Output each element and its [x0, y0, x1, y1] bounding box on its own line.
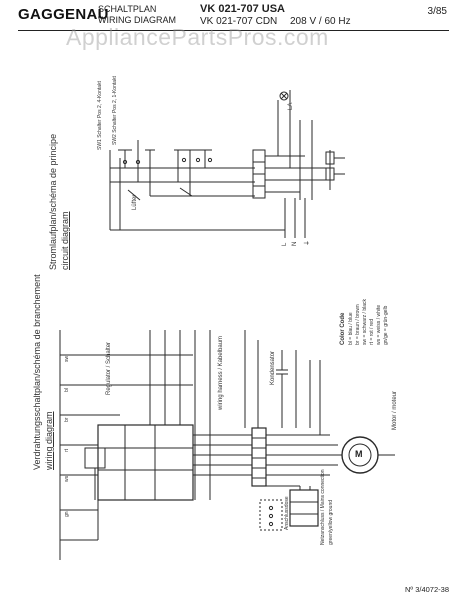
- circuit-diagram-title: Stromlaufplan/schéma de principe: [48, 133, 58, 270]
- ground-label: green/yellow ground: [328, 499, 334, 545]
- wire-code-5: ws: [64, 475, 70, 482]
- color-code-1: bl = blau / blue: [348, 312, 354, 345]
- motor-symbol: M: [355, 449, 363, 459]
- document-number: Nº 3/4072-38: [404, 585, 449, 594]
- wire-code-3: br: [64, 417, 70, 422]
- circuit-diagram: [109, 90, 345, 238]
- color-code-3: sw = schwarz / black: [362, 299, 368, 345]
- wire-code-6: gn: [64, 511, 70, 517]
- capacitor-label: Kondensator: [270, 350, 276, 385]
- wire-code-2: bl: [64, 388, 70, 392]
- mains-connection-label: Netzanschluss / Mains connection: [320, 469, 326, 545]
- color-code-5: ws = weiss / white: [376, 304, 382, 345]
- page-number: 3/85: [427, 6, 447, 17]
- model-line1: VK 021-707 USA: [200, 3, 285, 15]
- fan-label: Lüfter: [132, 194, 138, 210]
- lamp-label: LA: [288, 102, 294, 110]
- switch-note-2: SW2 Schalter Pos 2, 1-Kontakt: [112, 76, 118, 145]
- color-code-4: rt = rot / red: [369, 319, 375, 345]
- supply-label-n: N: [292, 241, 298, 246]
- wiring-harness-label: wiring harness / Kabelbaum: [218, 335, 224, 410]
- header: GAGGENAU SCHALTPLAN WIRING DIAGRAM VK 02…: [0, 0, 463, 40]
- color-code-title: Color Code: [340, 312, 346, 345]
- wire-code-4: rt: [64, 448, 70, 452]
- switch-note-1: SW1 Schalter Pos 2, 4-Kontakt: [97, 81, 103, 150]
- header-rule: [18, 30, 449, 31]
- voltage-rating: 208 V / 60 Hz: [290, 16, 351, 27]
- motor-label: Motor / moteur: [392, 390, 398, 430]
- wiring-diagram-title: Verdrahtungsschaltplan/schéma de branche…: [32, 274, 42, 470]
- supply-label-l: L: [282, 242, 288, 246]
- wiring-diagram: [59, 330, 395, 560]
- junction-box-label: Anschlussdose: [284, 496, 290, 530]
- color-code-2: br = braun / brown: [355, 304, 361, 345]
- model-line2: VK 021-707 CDN: [200, 16, 278, 27]
- wire-code-1: sw: [64, 355, 70, 362]
- doc-type-line2: WIRING DIAGRAM: [98, 15, 176, 25]
- doc-type-line1: SCHALTPLAN: [98, 4, 157, 14]
- supply-label-ground: ⏚: [305, 239, 311, 246]
- circuit-diagram-subtitle: circuit diagram: [60, 211, 70, 270]
- brand-logo: GAGGENAU: [18, 6, 109, 23]
- regulator-label: Regulator / Schalter: [106, 341, 112, 395]
- wiring-diagram-subtitle: wiring diagram: [44, 411, 54, 470]
- color-code-6: gn/ge = grün-gelb: [383, 305, 389, 345]
